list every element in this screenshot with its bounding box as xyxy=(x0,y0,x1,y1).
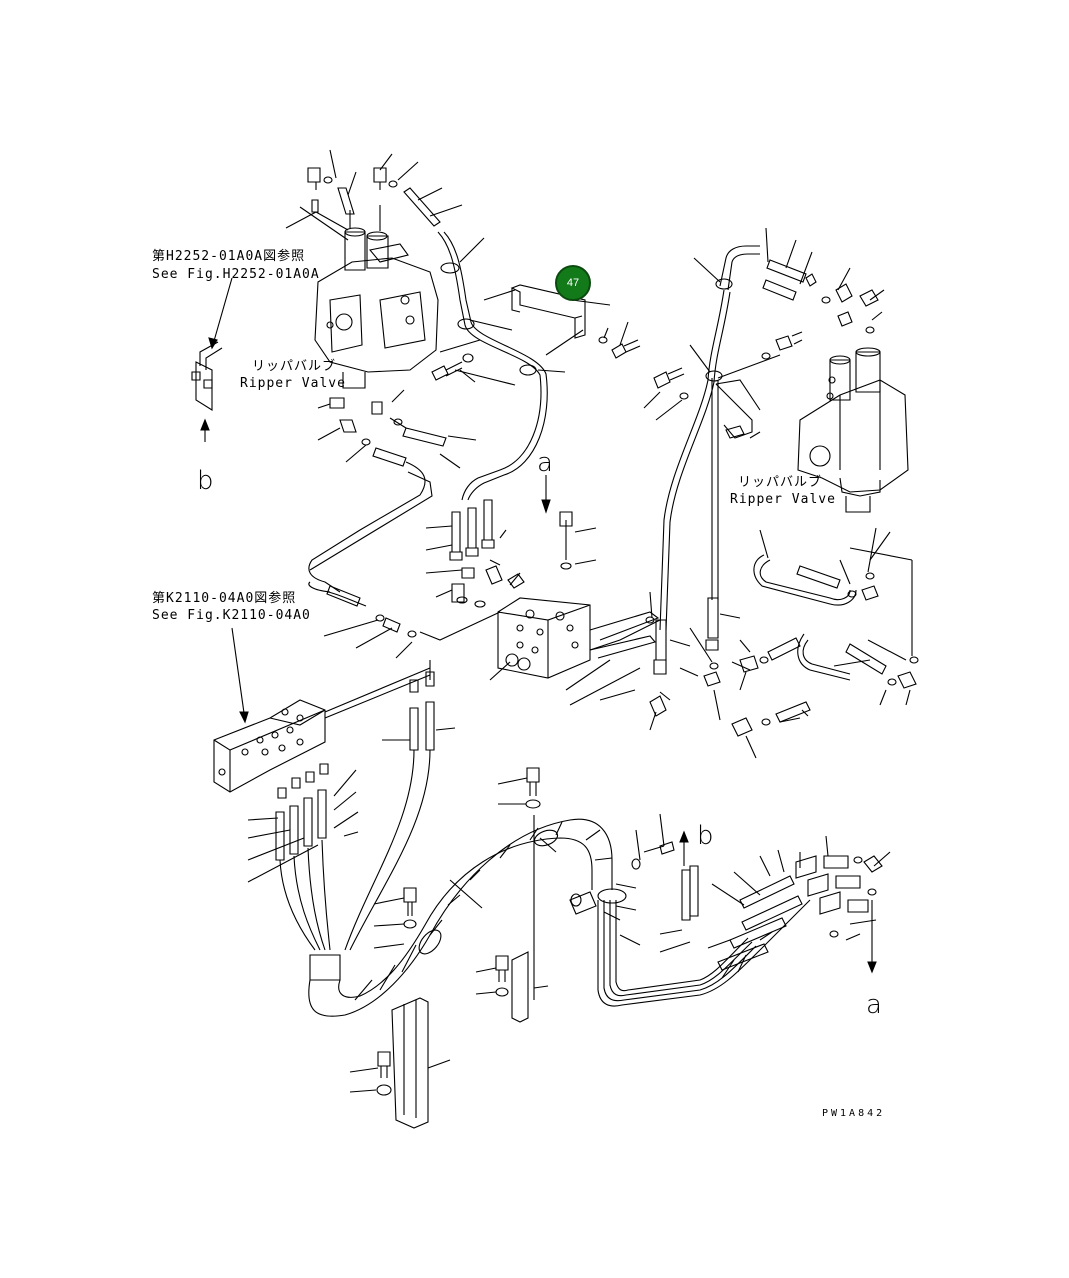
left-valve-lower-fittings xyxy=(308,389,477,593)
ref1-en: See Fig.H2252-01A0A xyxy=(152,267,320,282)
left-ref-pipe xyxy=(191,277,233,442)
left-valve-en: Ripper Valve xyxy=(240,376,346,391)
reference-lines xyxy=(309,471,433,571)
upper-hoses xyxy=(437,231,548,501)
left-valve-fittings xyxy=(285,149,485,263)
right-valve-en: Ripper Valve xyxy=(730,492,836,507)
left-ripper-valve xyxy=(314,227,439,389)
flow-letter-a-bottom: a xyxy=(866,990,882,1020)
lower-right-hoses xyxy=(659,830,891,979)
bracket-47 xyxy=(439,284,611,386)
flow-letter-a-top: a xyxy=(537,448,553,478)
lower-left-block xyxy=(213,627,431,793)
lower-left-fittings xyxy=(247,671,456,981)
ref1-jp: 第H2252-01A0A図参照 xyxy=(152,249,306,264)
flow-letter-b-mid: b xyxy=(697,821,714,851)
drawing-code: PW1A842 xyxy=(822,1108,886,1119)
right-valve-jp: リッパバルブ xyxy=(738,475,823,490)
ref2-en: See Fig.K2110-04A0 xyxy=(152,608,311,623)
right-ripper-valve xyxy=(797,347,909,513)
ref2-jp: 第K2110-04A0図参照 xyxy=(152,591,297,606)
lower-brackets xyxy=(349,767,675,1129)
flow-letter-b-left: b xyxy=(197,466,214,496)
left-valve-jp: リッパバルブ xyxy=(252,359,337,374)
part-number-callout[interactable]: 47 xyxy=(555,265,591,301)
bolts-upper xyxy=(431,321,641,383)
right-valve-piping xyxy=(589,227,919,759)
mid-left-hose xyxy=(323,585,501,659)
center-manifold xyxy=(497,475,660,679)
wrapped-hose xyxy=(308,815,761,1017)
manifold-fittings xyxy=(425,499,641,706)
